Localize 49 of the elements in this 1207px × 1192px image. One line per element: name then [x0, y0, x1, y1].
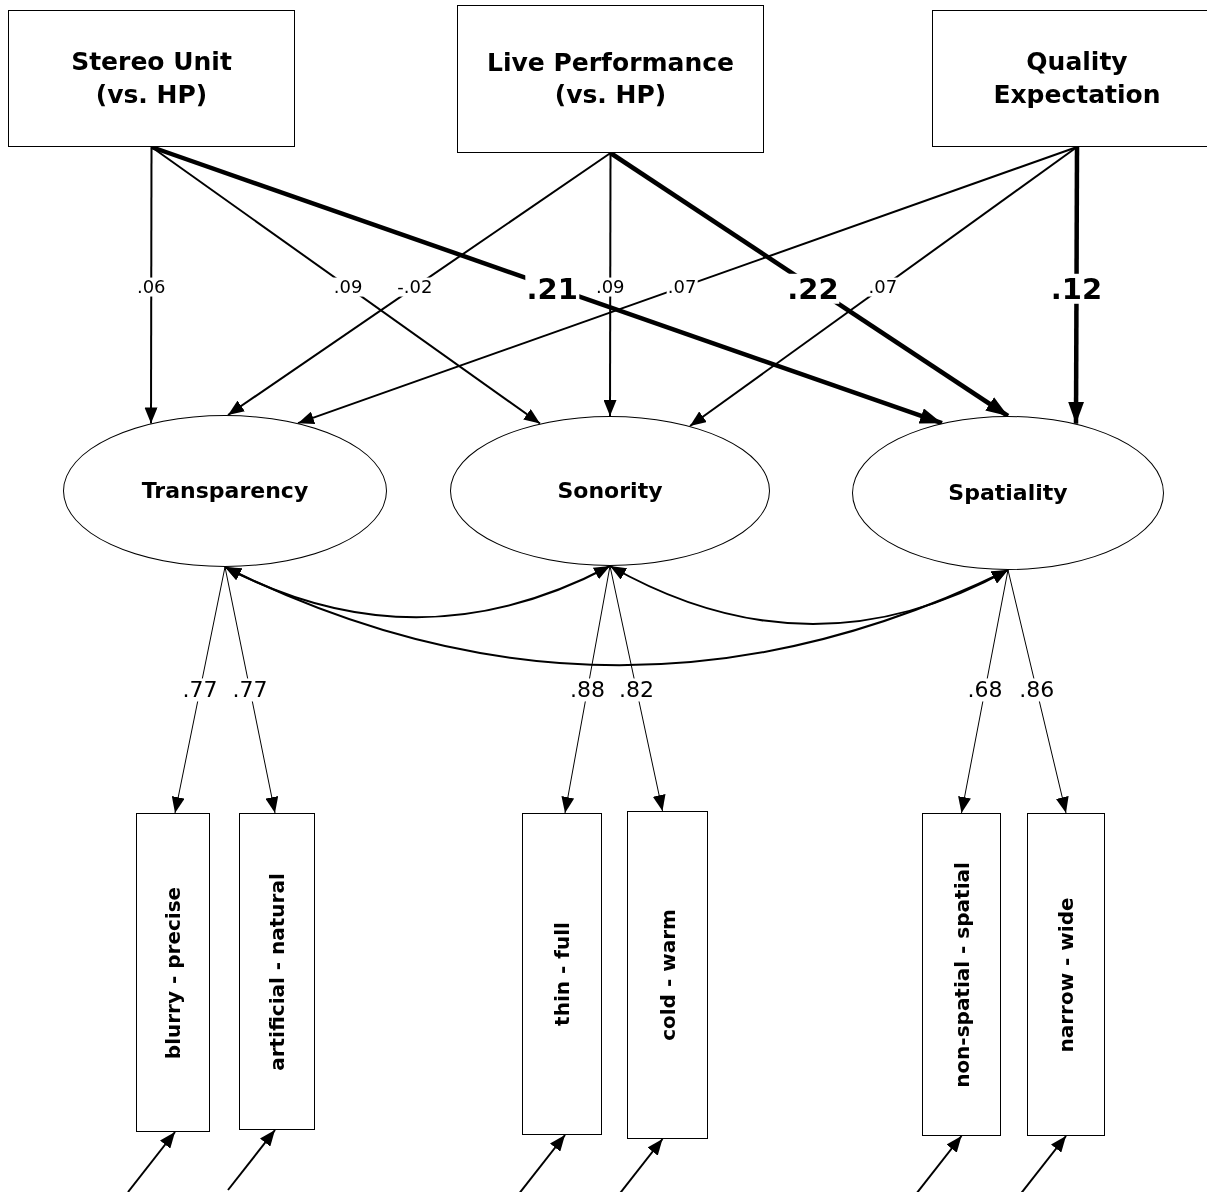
path-coefficient: .07 [666, 277, 698, 297]
indicator-box [627, 811, 708, 1139]
path-arrow [609, 151, 1010, 418]
path-arrow [609, 565, 666, 812]
path-arrow [227, 152, 612, 416]
indicator-box [922, 813, 1001, 1136]
path-coefficient: .77 [181, 678, 219, 702]
path-arrow [689, 146, 1078, 428]
path-coefficient: .68 [966, 678, 1004, 702]
indicator-box [239, 813, 315, 1130]
path-coefficient: .22 [786, 273, 840, 305]
path-coefficient: .77 [231, 678, 269, 702]
indicator-box [136, 813, 210, 1132]
path-arrow [1068, 147, 1085, 424]
path-coefficient: .86 [1018, 678, 1056, 702]
predictor-box [457, 5, 764, 153]
path-coefficient: -.02 [396, 277, 434, 297]
construct-label: Spatiality [948, 478, 1068, 507]
indicator-label: non-spatial - spatial [948, 861, 975, 1088]
path-coefficient: .09 [594, 277, 626, 297]
path-arrow [1007, 569, 1069, 814]
covariance-arrow [224, 566, 1009, 667]
path-arrow [144, 146, 158, 425]
indicator-box [1027, 813, 1105, 1136]
indicator-label: blurry - precise [160, 886, 186, 1059]
error-arrow [127, 1131, 176, 1192]
error-arrow [517, 1134, 566, 1192]
path-arrow [224, 566, 279, 814]
predictor-box [932, 10, 1207, 147]
indicator-box [522, 813, 602, 1135]
path-coefficient: .09 [332, 277, 364, 297]
predictor-label: Quality Expectation [992, 46, 1162, 111]
path-arrow [171, 566, 226, 814]
predictor-label: Stereo Unit (vs. HP) [70, 46, 233, 111]
indicator-label: artificial - natural [264, 872, 290, 1071]
indicator-label: narrow - wide [1053, 896, 1079, 1053]
predictor-box [8, 10, 295, 147]
construct-label: Transparency [141, 476, 309, 505]
path-coefficient: .07 [867, 277, 899, 297]
error-arrow [227, 1129, 276, 1191]
error-arrow [1018, 1135, 1067, 1192]
path-arrow [958, 569, 1009, 814]
construct-label: Sonority [557, 476, 663, 505]
path-arrow [603, 152, 617, 417]
indicator-label: cold - warm [654, 909, 681, 1041]
path-coefficient: .06 [135, 277, 167, 297]
predictor-label: Live Performance (vs. HP) [486, 46, 735, 111]
path-arrow [561, 565, 611, 814]
indicator-label: thin - full [549, 922, 575, 1026]
